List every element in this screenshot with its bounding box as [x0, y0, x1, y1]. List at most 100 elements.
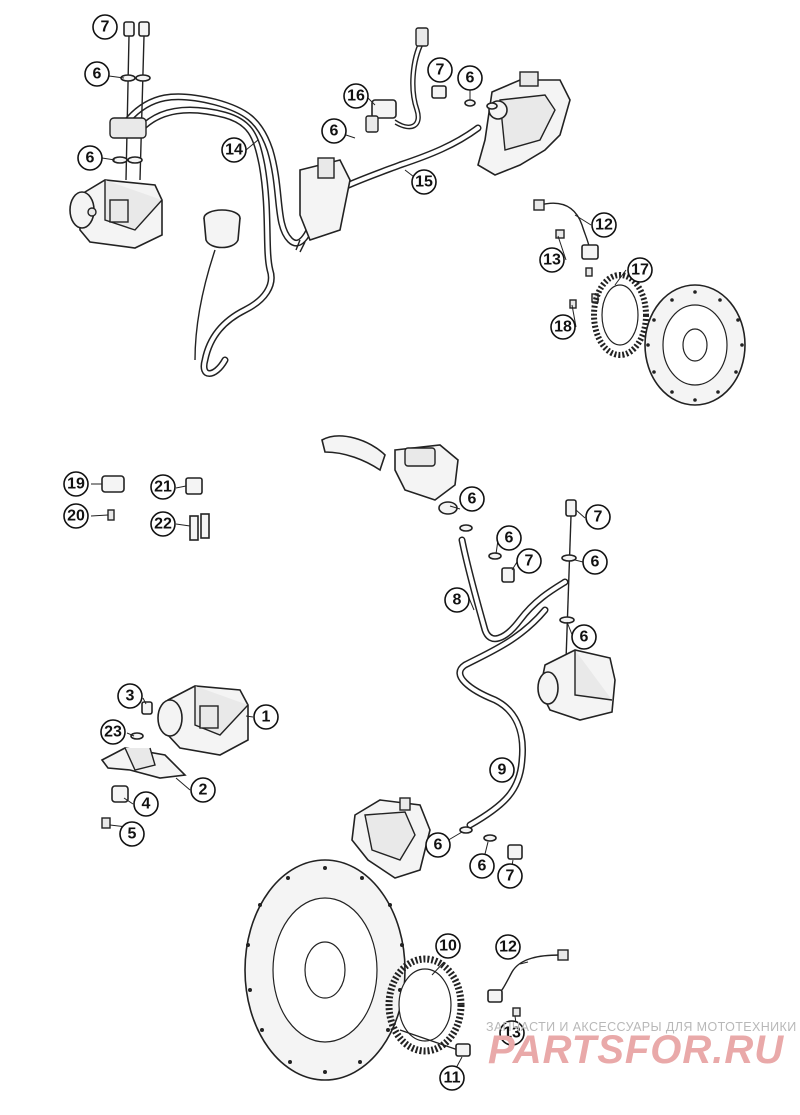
svg-text:7: 7 — [506, 868, 515, 885]
svg-text:1: 1 — [262, 709, 271, 726]
svg-text:17: 17 — [631, 262, 649, 279]
callout-4: 4 — [133, 791, 159, 817]
hollow-bolts-top — [109, 21, 151, 181]
callout-7-top-caliper: 7 — [427, 57, 453, 83]
callout-22: 22 — [150, 511, 176, 537]
svg-text:7: 7 — [525, 553, 534, 570]
svg-text:6: 6 — [468, 491, 477, 508]
leader-lines — [90, 75, 627, 1071]
abs-unit-item-1 — [157, 685, 249, 756]
watermark-logo: PARTSFOR.RU — [488, 1028, 784, 1072]
abs-unit-lower — [537, 499, 616, 721]
rear-master-cylinder — [194, 157, 351, 361]
svg-text:6: 6 — [330, 123, 339, 140]
svg-text:6: 6 — [93, 66, 102, 83]
svg-text:14: 14 — [225, 142, 243, 159]
callout-11: 11 — [439, 1065, 465, 1091]
svg-text:6: 6 — [86, 150, 95, 167]
callout-6-top-caliper: 6 — [457, 65, 483, 91]
svg-text:12: 12 — [499, 939, 517, 956]
callout-7-lower-mid: 7 — [516, 548, 542, 574]
svg-text:12: 12 — [595, 217, 613, 234]
callout-21: 21 — [150, 474, 176, 500]
callout-12-top: 12 — [591, 212, 617, 238]
lower-assembly — [100, 435, 616, 1081]
callouts: 7 6 6 14 16 6 7 6 15 12 13 17 18 19 20 2… — [63, 14, 653, 1091]
svg-text:7: 7 — [101, 19, 110, 36]
svg-text:6: 6 — [591, 554, 600, 571]
front-caliper — [351, 797, 523, 879]
callout-7-lower-caliper: 7 — [497, 863, 523, 889]
callout-1: 1 — [253, 704, 279, 730]
svg-text:4: 4 — [142, 796, 151, 813]
svg-text:10: 10 — [439, 938, 457, 955]
svg-text:3: 3 — [126, 688, 135, 705]
top-assembly — [69, 21, 746, 406]
svg-text:23: 23 — [104, 724, 122, 741]
watermark-tagline: ЗАПЧАСТИ И АКСЕССУАРЫ ДЛЯ МОТОТЕХНИКИ — [486, 1020, 797, 1034]
callout-6-lower-abs: 6 — [571, 624, 597, 650]
callout-6-lower-right: 6 — [582, 549, 608, 575]
callout-19: 19 — [63, 471, 89, 497]
svg-text:6: 6 — [466, 70, 475, 87]
svg-text:9: 9 — [498, 762, 507, 779]
callout-7-lower-right-top: 7 — [585, 504, 611, 530]
svg-text:21: 21 — [154, 479, 172, 496]
callout-7-top-left: 7 — [92, 14, 118, 40]
callout-6-lower-caliper-a: 6 — [425, 832, 451, 858]
callout-6-lower-caliper-b: 6 — [469, 853, 495, 879]
watermark: ЗАПЧАСТИ И АКСЕССУАРЫ ДЛЯ МОТОТЕХНИКИ PA… — [486, 1020, 797, 1072]
svg-text:7: 7 — [594, 509, 603, 526]
small-parts — [101, 475, 210, 541]
wheel-speed-sensor-lower — [487, 949, 569, 1017]
callout-2: 2 — [190, 777, 216, 803]
callout-13-top: 13 — [539, 247, 565, 273]
callout-6-top-left-a: 6 — [84, 61, 110, 87]
svg-text:6: 6 — [580, 629, 589, 646]
svg-text:20: 20 — [67, 508, 85, 525]
callout-14: 14 — [221, 137, 247, 163]
svg-text:2: 2 — [199, 782, 208, 799]
callout-20: 20 — [63, 503, 89, 529]
callout-3: 3 — [117, 683, 143, 709]
svg-text:7: 7 — [436, 62, 445, 79]
svg-text:6: 6 — [478, 858, 487, 875]
brake-line-9 — [456, 606, 549, 829]
callout-13-lower: 13 — [499, 1020, 525, 1046]
brake-line-8 — [458, 536, 569, 643]
callout-6-top-left-b: 6 — [77, 145, 103, 171]
tone-ring-top — [591, 272, 649, 358]
svg-text:22: 22 — [154, 516, 172, 533]
pressure-sensor-16 — [365, 27, 429, 133]
rear-caliper — [431, 71, 571, 176]
svg-text:13: 13 — [503, 1025, 521, 1042]
front-master-cylinder — [321, 435, 515, 583]
callout-10: 10 — [435, 933, 461, 959]
svg-text:8: 8 — [453, 592, 462, 609]
callout-15: 15 — [411, 169, 437, 195]
brake-line-14 — [124, 93, 322, 377]
abs-bracket — [100, 701, 187, 829]
svg-text:15: 15 — [415, 174, 433, 191]
callout-6-lower-mid-a: 6 — [496, 525, 522, 551]
svg-text:13: 13 — [543, 252, 561, 269]
front-disc — [244, 859, 406, 1081]
callout-6-top-center: 6 — [321, 118, 347, 144]
callout-18: 18 — [550, 314, 576, 340]
callout-23: 23 — [100, 719, 126, 745]
abs-unit-top — [69, 179, 163, 249]
callout-5: 5 — [119, 821, 145, 847]
svg-text:6: 6 — [434, 837, 443, 854]
callout-16: 16 — [343, 83, 369, 109]
svg-text:11: 11 — [444, 1070, 461, 1087]
svg-text:6: 6 — [505, 530, 514, 547]
callout-9: 9 — [489, 757, 515, 783]
tone-ring-front — [385, 955, 465, 1055]
callout-12-lower: 12 — [495, 934, 521, 960]
callout-6-lower-master: 6 — [459, 486, 485, 512]
svg-text:16: 16 — [347, 88, 365, 105]
bolt-11 — [399, 1029, 471, 1057]
svg-text:18: 18 — [554, 319, 572, 336]
callout-8: 8 — [444, 587, 470, 613]
